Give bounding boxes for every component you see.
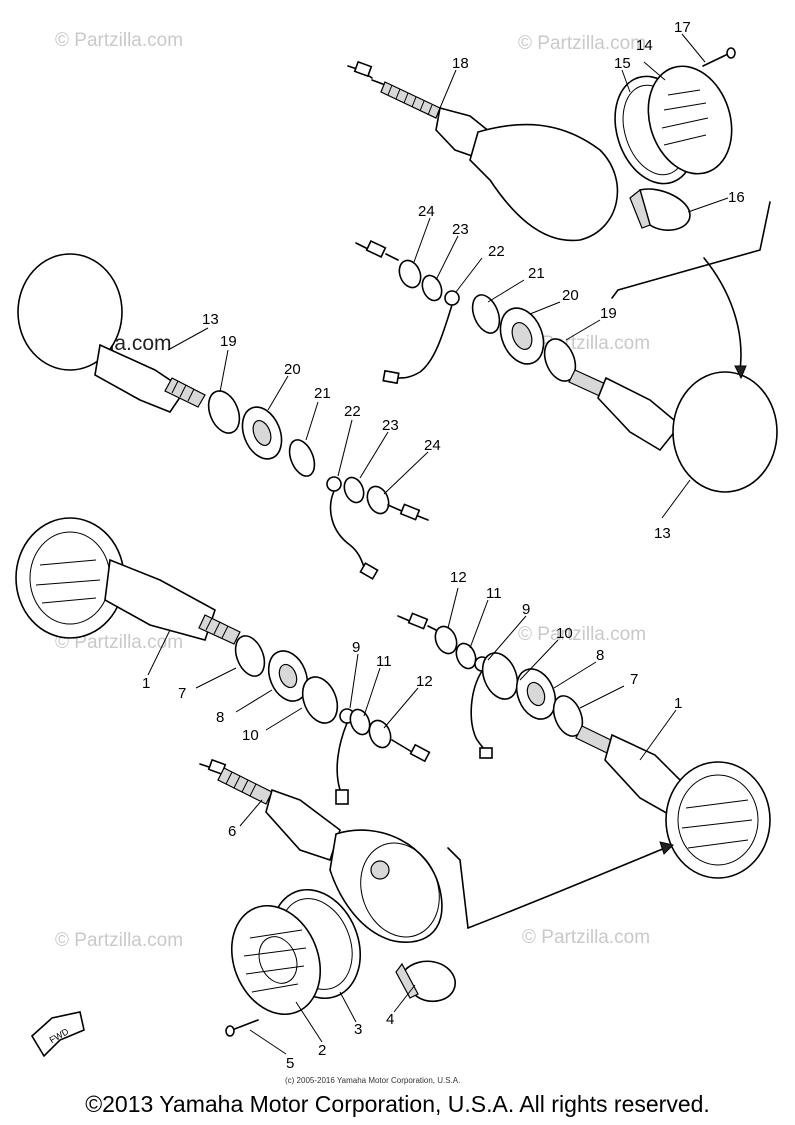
callout-11: 11 <box>486 585 502 602</box>
callout-23: 23 <box>452 221 469 238</box>
callout-5: 5 <box>286 1055 294 1072</box>
callout-9: 9 <box>352 639 360 656</box>
front-right-signal <box>397 612 771 879</box>
callout-6: 6 <box>228 823 236 840</box>
callout-12: 12 <box>450 569 467 586</box>
watermark: © Partzilla.com <box>518 33 647 54</box>
callouts: 18 14 15 17 16 24 23 22 21 20 19 13 19 2… <box>48 19 745 1072</box>
front-signal-exploded <box>30 758 674 1058</box>
callout-1: 1 <box>674 695 682 712</box>
callout-20: 20 <box>284 361 301 378</box>
watermark: © Partzilla.com <box>55 930 184 951</box>
callout-14: 14 <box>636 37 653 54</box>
callout-7: 7 <box>630 671 638 688</box>
callout-24: 24 <box>424 437 441 454</box>
callout-22: 22 <box>344 403 361 420</box>
callout-16: 16 <box>728 189 745 206</box>
callout-2: 2 <box>318 1042 326 1059</box>
watermark: © Partzilla.com <box>55 30 184 51</box>
small-copyright: (c) 2005-2016 Yamaha Motor Corporation, … <box>285 1076 461 1085</box>
callout-7: 7 <box>178 685 186 702</box>
callout-21: 21 <box>314 385 331 402</box>
rear-left-signal-top <box>17 253 429 580</box>
fwd-arrow-icon <box>30 1011 85 1058</box>
callout-13: 13 <box>654 525 671 542</box>
copyright-notice: ©2013 Yamaha Motor Corporation, U.S.A. A… <box>85 1091 710 1117</box>
callout-4: 4 <box>386 1011 394 1028</box>
callout-19: 19 <box>600 305 617 322</box>
callout-19: 19 <box>220 333 237 350</box>
callout-11: 11 <box>376 653 392 670</box>
callout-17: 17 <box>674 19 691 36</box>
callout-1: 1 <box>142 675 150 692</box>
callout-20: 20 <box>562 287 579 304</box>
callout-8: 8 <box>596 647 604 664</box>
rear-right-signal-top <box>347 47 771 299</box>
callout-15: 15 <box>614 55 631 72</box>
callout-8: 8 <box>216 709 224 726</box>
callout-10: 10 <box>556 625 573 642</box>
rear-right-signal-mid <box>355 240 778 493</box>
callout-21: 21 <box>528 265 545 282</box>
watermark: © Partzilla.com <box>55 632 184 653</box>
threaded-stem <box>380 81 441 119</box>
watermark: © Partzilla.com <box>518 624 647 645</box>
callout-13: 13 <box>202 311 219 328</box>
watermark: © Partzilla.com <box>522 927 651 948</box>
callout-23: 23 <box>382 417 399 434</box>
callout-24: 24 <box>418 203 435 220</box>
callout-10: 10 <box>242 727 259 744</box>
callout-3: 3 <box>354 1021 362 1038</box>
front-left-signal <box>15 517 431 805</box>
callout-22: 22 <box>488 243 505 260</box>
callout-12: 12 <box>416 673 433 690</box>
callout-18: 18 <box>452 55 469 72</box>
leader-lines <box>147 33 729 1055</box>
callout-9: 9 <box>522 601 530 618</box>
